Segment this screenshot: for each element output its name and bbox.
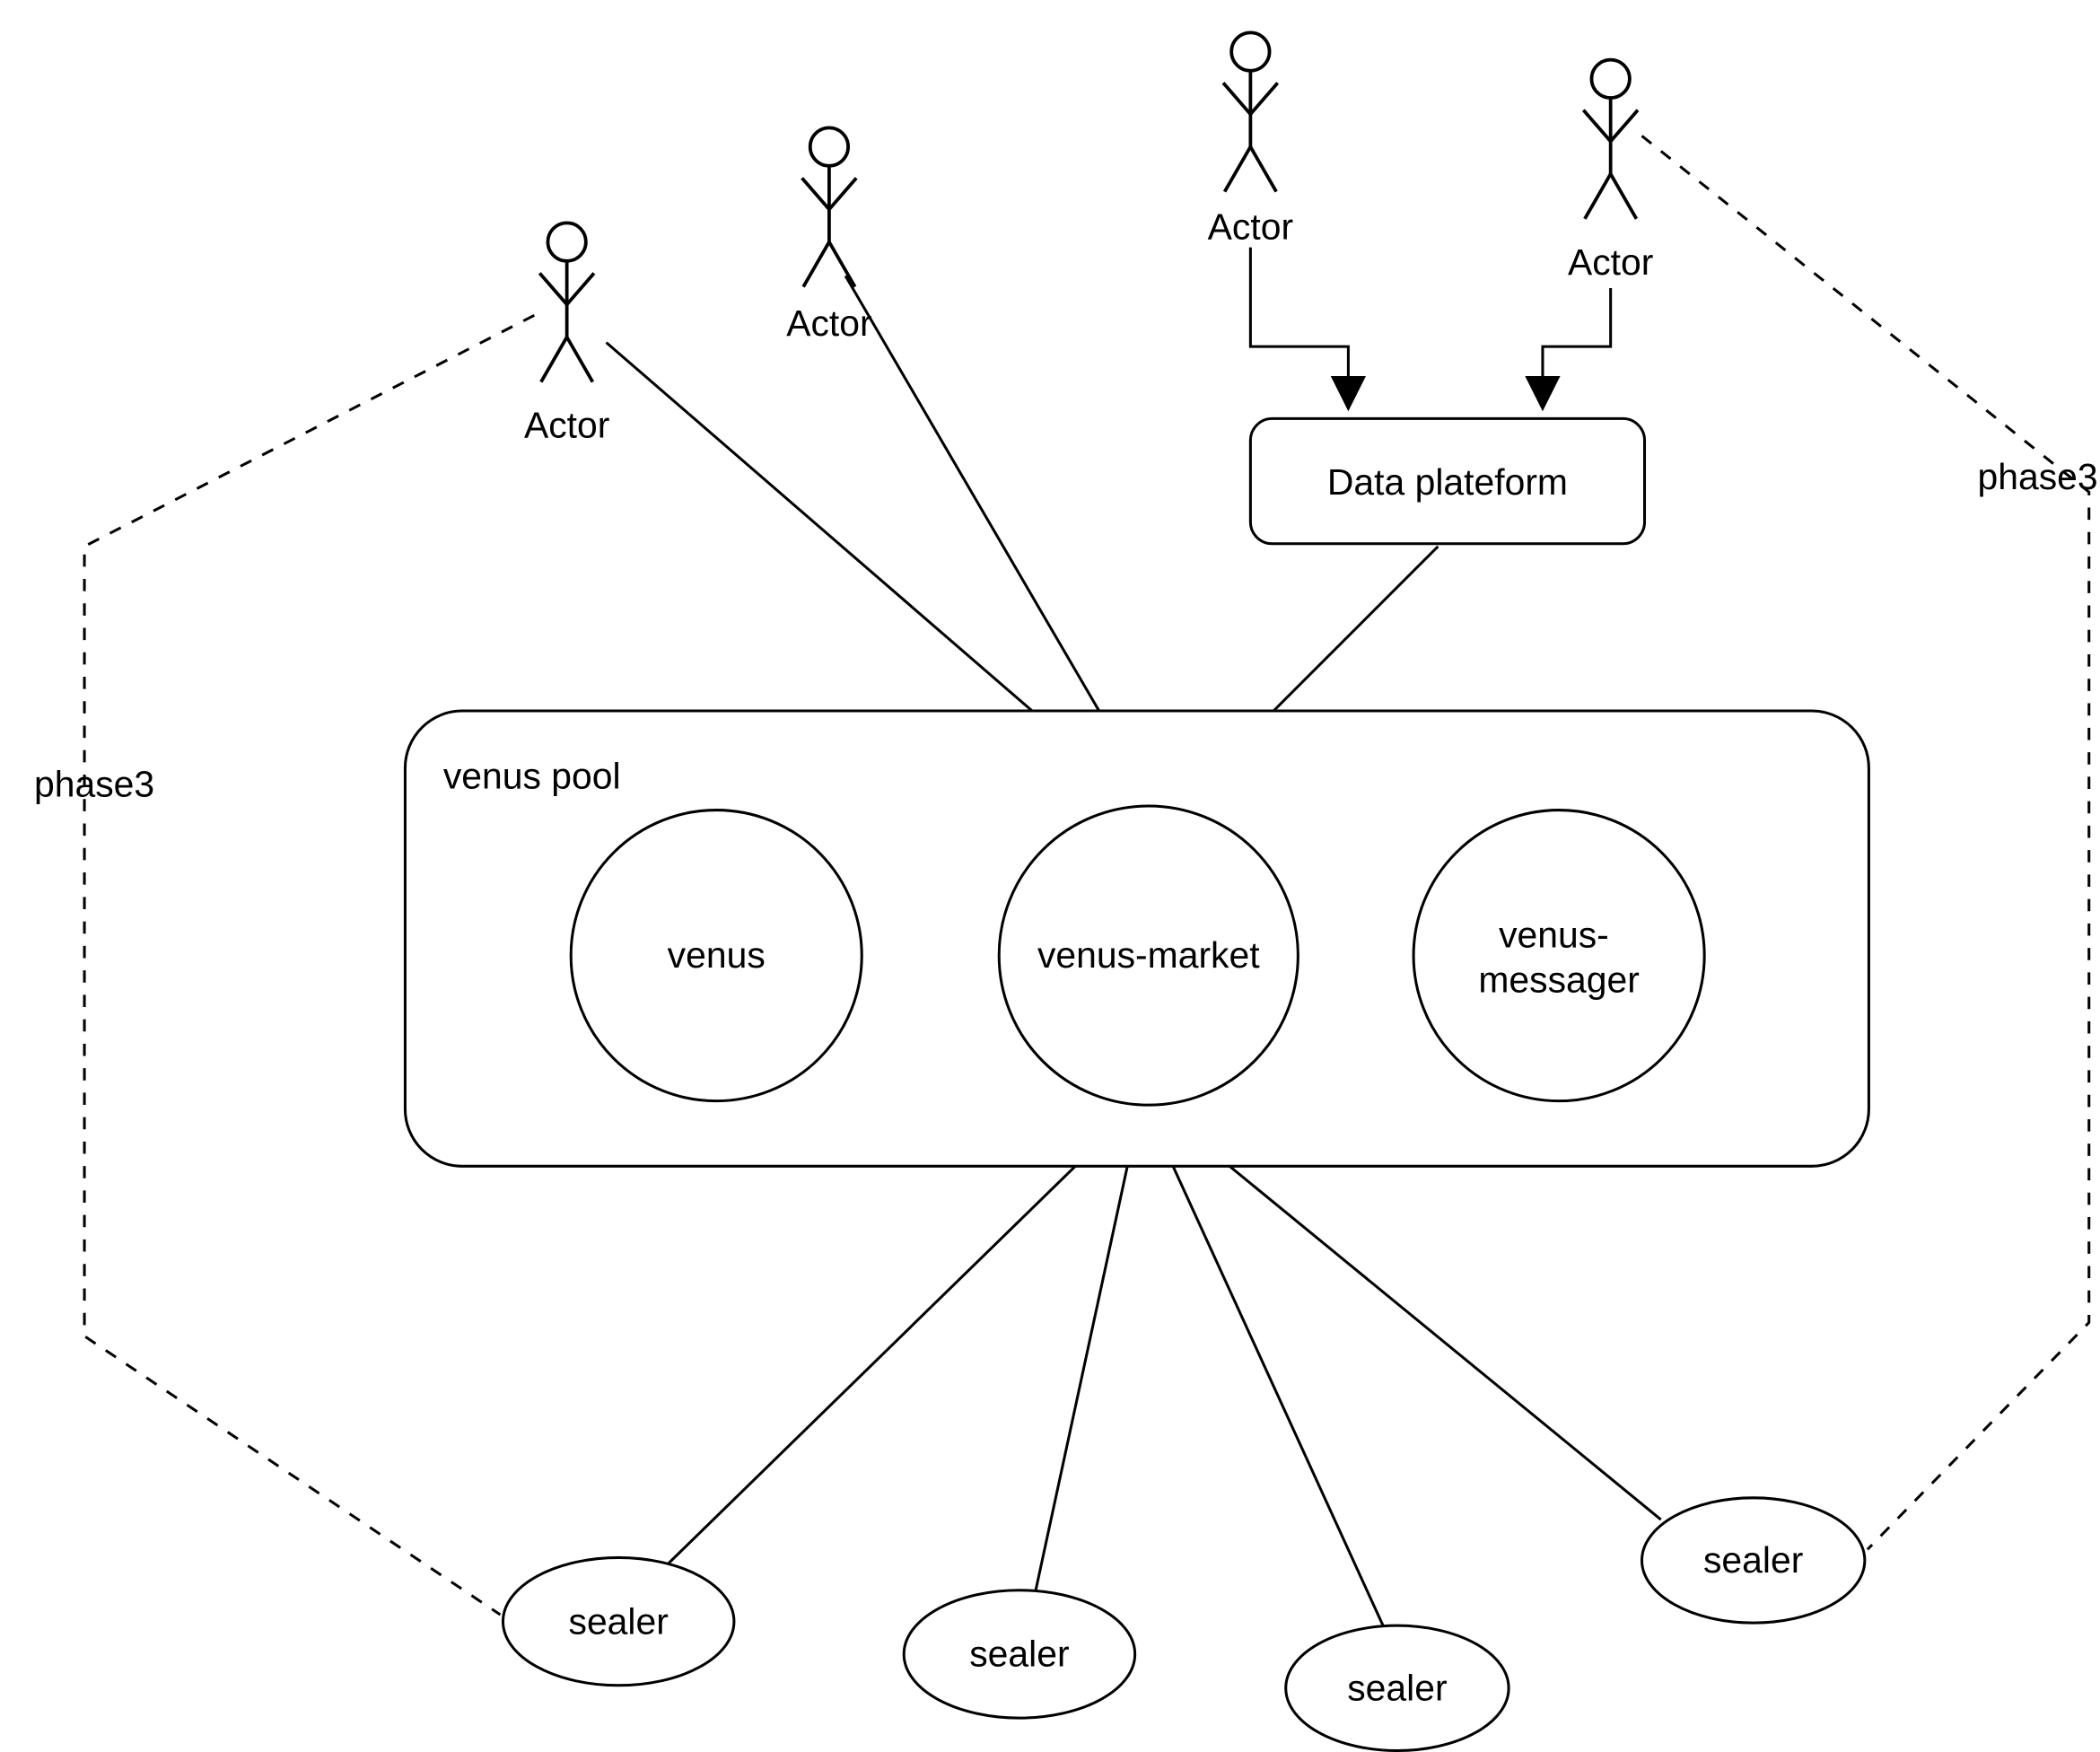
sealer-ellipse-1 [501, 1555, 736, 1687]
phase3-left-dashed-edge [83, 313, 535, 1616]
phase3-left-label: phase3 [34, 763, 154, 804]
actor3-label: Actor [1208, 206, 1293, 248]
edge-actor3-to-data-platform [1248, 247, 1367, 412]
node-venus-label: venus [668, 934, 766, 976]
actor-figure-2 [801, 126, 858, 288]
node-venus-messager [1412, 809, 1706, 1103]
data-platform-box [1248, 416, 1647, 546]
data-platform-label: Data plateform [1327, 461, 1568, 503]
sealer-ellipse-4 [1640, 1496, 1867, 1625]
actor4-label: Actor [1568, 241, 1653, 283]
venus-pool-label: venus pool [443, 755, 621, 796]
sealer1-label: sealer [569, 1600, 669, 1642]
phase3-right-label: phase3 [1978, 456, 2098, 497]
sealer3-label: sealer [1347, 1667, 1447, 1708]
sealer4-label: sealer [1703, 1539, 1803, 1581]
sealer-ellipse-3 [1284, 1624, 1510, 1752]
actor1-label: Actor [524, 405, 609, 446]
node-venus-market [997, 804, 1299, 1107]
actor-figure-4 [1581, 57, 1640, 220]
sealer-ellipse-2 [902, 1589, 1137, 1720]
actor-figure-1 [538, 221, 596, 383]
edge-sealer3-to-venus-market [1149, 1116, 1386, 1628]
edge-sealer2-to-venus-market [1034, 1116, 1145, 1591]
sealer2-label: sealer [969, 1634, 1069, 1675]
phase3-right-dashed-edge [1641, 135, 2091, 1551]
actor2-label: Actor [786, 302, 871, 344]
edge-actor4-to-data-platform [1525, 288, 1613, 412]
edge-actor2-to-venus-market [844, 275, 1148, 793]
actor-figure-3 [1221, 31, 1280, 193]
node-venus-messager-label: venus- messager [1478, 915, 1639, 1001]
edge-sealer4-to-venus-market [1162, 1111, 1662, 1521]
node-venus [569, 809, 863, 1103]
edge-sealer1-to-venus-market [668, 1115, 1127, 1564]
node-venus-market-label: venus-market [1037, 934, 1260, 976]
